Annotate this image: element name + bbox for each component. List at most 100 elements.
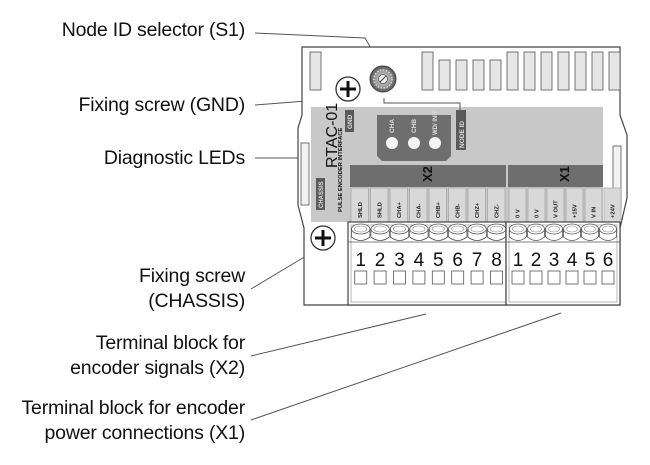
x2-number: 7: [472, 250, 483, 271]
callout-line: Fixing screw: [139, 265, 245, 287]
x1-screw-slot[interactable]: [547, 270, 561, 285]
vent-slot: [472, 59, 485, 91]
gnd-tag: [345, 110, 354, 132]
led-wd-init: [429, 137, 441, 149]
callout-diagnostic-leds: Diagnostic LEDs: [103, 147, 245, 169]
left-side-slot: [300, 142, 310, 206]
chassis-tag-label: CHASSIS: [319, 181, 325, 208]
x2-number: 3: [394, 250, 405, 271]
vent-slot: [438, 59, 451, 91]
x2-screw-slot[interactable]: [470, 270, 484, 285]
vent-slot: [523, 51, 536, 91]
x2-pin-label: SHLD: [377, 202, 383, 218]
x2-screw-slot[interactable]: [373, 270, 387, 285]
x1-terminal[interactable]: 5: [581, 223, 599, 285]
x2-pin-cell: CHA+: [389, 187, 408, 223]
x2-number: 1: [355, 250, 366, 271]
x2-pin-labels: SHLD SHLD CHA+ CHA- CHB+ CHB- CHZ+ CHZ-: [350, 187, 506, 223]
x1-screw-slot[interactable]: [583, 270, 597, 285]
x1-number: 1: [513, 250, 524, 271]
x2-screw-slot[interactable]: [451, 270, 465, 285]
vent-slot: [455, 59, 468, 91]
x2-terminal[interactable]: 6: [448, 223, 468, 285]
vent-slot: [489, 59, 502, 91]
x2-header-label: X2: [420, 166, 435, 182]
x1-screw-slot[interactable]: [529, 270, 543, 285]
vent-slot: [591, 51, 604, 91]
vent-slot: [574, 51, 587, 91]
vent-slot: [557, 51, 570, 91]
x1-pin-label: +15V: [573, 204, 579, 218]
led-label-chb: CHB: [411, 119, 418, 133]
x1-terminal-block: [505, 221, 621, 306]
led-cha: [386, 137, 398, 149]
x2-header: [350, 165, 506, 187]
node-id-tag-label: NODE ID: [459, 121, 466, 148]
x1-terminal[interactable]: 1: [509, 223, 527, 285]
x1-terminal[interactable]: 4: [563, 223, 581, 285]
gnd-tag-label: GND: [347, 114, 354, 129]
x2-pin-label: CHB-: [455, 203, 461, 218]
x2-screw-slot[interactable]: [354, 270, 368, 285]
x1-terminal[interactable]: 6: [599, 223, 617, 285]
chassis-fixing-screw-icon: [310, 225, 336, 251]
x1-pin-cell: 0 V: [527, 187, 546, 223]
x2-terminal-block: [347, 221, 507, 306]
x1-pin-cell: V IN: [584, 187, 603, 223]
x1-pin-label: 0 V: [516, 209, 522, 218]
x2-pin-label: CHZ-: [494, 204, 500, 218]
model-name: RTAC-01: [324, 103, 341, 168]
x2-terminal[interactable]: 8: [486, 223, 507, 285]
leader-x1: [250, 312, 562, 421]
x2-terminal[interactable]: 5: [428, 223, 448, 285]
x2-pin-cell: SHLD: [350, 187, 369, 223]
x2-pin-label: CHA-: [416, 203, 422, 218]
callout-line: Terminal block for: [95, 332, 245, 354]
x2-terminal[interactable]: 4: [409, 223, 429, 285]
x1-header-label: X1: [557, 166, 572, 182]
x1-pin-label: V IN: [592, 207, 598, 218]
leader-lines: [250, 32, 562, 421]
led-label-cha: CHA: [389, 119, 396, 133]
x1-pin-label: +24V: [611, 204, 617, 218]
node-id-tag: [456, 110, 466, 150]
x2-screw-slot[interactable]: [393, 270, 406, 285]
callout-line: Terminal block for encoder: [21, 397, 246, 419]
x2-terminal[interactable]: 7: [467, 223, 487, 285]
x2-pin-cell: CHZ+: [467, 187, 486, 223]
x2-pin-label: CHZ+: [475, 202, 481, 218]
gnd-fixing-screw-icon: [335, 76, 361, 102]
x2-screw-slot[interactable]: [412, 270, 426, 285]
x2-number: 2: [375, 250, 386, 271]
x2-pin-cell: CHB+: [428, 187, 447, 223]
x2-pin-label: CHA+: [397, 201, 403, 218]
x1-screw-slot[interactable]: [511, 270, 525, 285]
x1-pin-cell: 0 V: [508, 187, 527, 223]
x1-pin-label: 0 V: [535, 209, 541, 218]
callout-line: (CHASSIS): [148, 290, 245, 312]
node-id-selector-knob[interactable]: [369, 65, 397, 93]
x2-pin-cell: SHLD: [370, 187, 389, 223]
x2-number: 8: [491, 250, 502, 271]
x1-number: 4: [567, 250, 578, 271]
x2-terminal[interactable]: 1: [351, 223, 371, 285]
x2-pin-cell: CHZ-: [487, 187, 506, 223]
x2-terminal[interactable]: 3: [389, 223, 410, 285]
x2-screw-slot[interactable]: [431, 270, 445, 285]
x2-number: 5: [433, 250, 444, 271]
node-id-trace: [383, 98, 461, 112]
x1-terminal[interactable]: 2: [527, 223, 545, 285]
vent-slot: [540, 51, 553, 91]
x1-pin-cell: +15V: [565, 187, 584, 223]
x1-screw-slot[interactable]: [565, 270, 579, 285]
x1-pin-cell: V OUT: [546, 187, 565, 223]
x1-number: 6: [603, 250, 614, 271]
vent-slot: [421, 51, 434, 91]
chassis-tag: [316, 178, 325, 210]
vent-slot: [608, 51, 621, 91]
x2-terminal[interactable]: 2: [370, 223, 390, 285]
x2-screw-slot[interactable]: [490, 270, 503, 285]
x1-screw-slot[interactable]: [601, 270, 615, 285]
x1-terminal[interactable]: 3: [545, 223, 563, 285]
